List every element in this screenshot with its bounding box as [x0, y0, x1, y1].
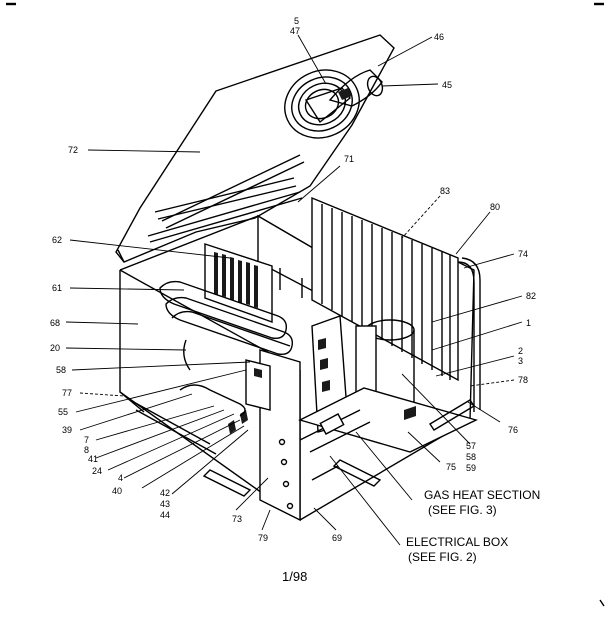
part-number-40: 40 — [112, 486, 122, 496]
part-number-58-lower: 58 — [466, 452, 476, 462]
part-number-78: 78 — [518, 375, 528, 385]
base-section — [129, 339, 478, 497]
part-number-46: 46 — [434, 32, 444, 42]
part-number-20: 20 — [50, 343, 60, 353]
gas-heat-section-reference: (SEE FIG. 3) — [428, 503, 497, 517]
part-number-43: 43 — [160, 499, 170, 509]
part-number-69: 69 — [332, 533, 342, 543]
part-number-79: 79 — [258, 533, 268, 543]
part-number-71: 71 — [344, 154, 354, 164]
part-number-55: 55 — [58, 407, 68, 417]
part-number-82: 82 — [526, 291, 536, 301]
condenser-coil — [311, 196, 481, 412]
part-number-4: 4 — [118, 473, 123, 483]
part-number-74: 74 — [518, 249, 528, 259]
part-number-57: 57 — [466, 441, 476, 451]
part-number-2: 2 — [518, 346, 523, 356]
condenser-fan-assembly — [284, 69, 384, 139]
part-number-59: 59 — [466, 463, 476, 473]
part-number-72: 72 — [68, 145, 78, 155]
revision-date: 1/98 — [282, 569, 307, 584]
leader-lines — [65, 34, 523, 546]
part-number-7: 7 — [84, 435, 89, 445]
electrical-box-reference: (SEE FIG. 2) — [408, 550, 477, 564]
part-number-3: 3 — [518, 356, 523, 366]
top-cover-panel — [115, 34, 395, 263]
part-number-75: 75 — [446, 462, 456, 472]
part-number-80: 80 — [490, 202, 500, 212]
part-number-76: 76 — [508, 425, 518, 435]
part-number-47: 47 — [290, 26, 300, 36]
part-number-44: 44 — [160, 510, 170, 520]
part-number-41: 41 — [88, 454, 98, 464]
part-number-61: 61 — [52, 283, 62, 293]
part-number-83: 83 — [440, 186, 450, 196]
part-number-8: 8 — [84, 445, 89, 455]
part-number-42: 42 — [160, 488, 170, 498]
part-number-68: 68 — [50, 318, 60, 328]
electrical-box-callout: ELECTRICAL BOX — [406, 535, 508, 549]
part-number-39: 39 — [62, 425, 72, 435]
part-number-77: 77 — [62, 388, 72, 398]
part-number-5: 5 — [294, 16, 299, 26]
corner-marks — [6, 2, 605, 607]
heat-exchanger — [159, 243, 294, 356]
part-number-1: 1 — [526, 318, 531, 328]
part-number-73: 73 — [232, 514, 242, 524]
gas-heat-section-callout: GAS HEAT SECTION — [424, 488, 540, 502]
part-number-24: 24 — [92, 466, 102, 476]
part-number-58: 58 — [56, 365, 66, 375]
section-callouts: GAS HEAT SECTION (SEE FIG. 3) ELECTRICAL… — [406, 488, 540, 564]
part-labels: 5 47 46 45 72 71 83 80 62 74 61 82 68 1 … — [50, 16, 536, 543]
part-number-62: 62 — [52, 235, 62, 245]
part-number-45: 45 — [442, 80, 452, 90]
